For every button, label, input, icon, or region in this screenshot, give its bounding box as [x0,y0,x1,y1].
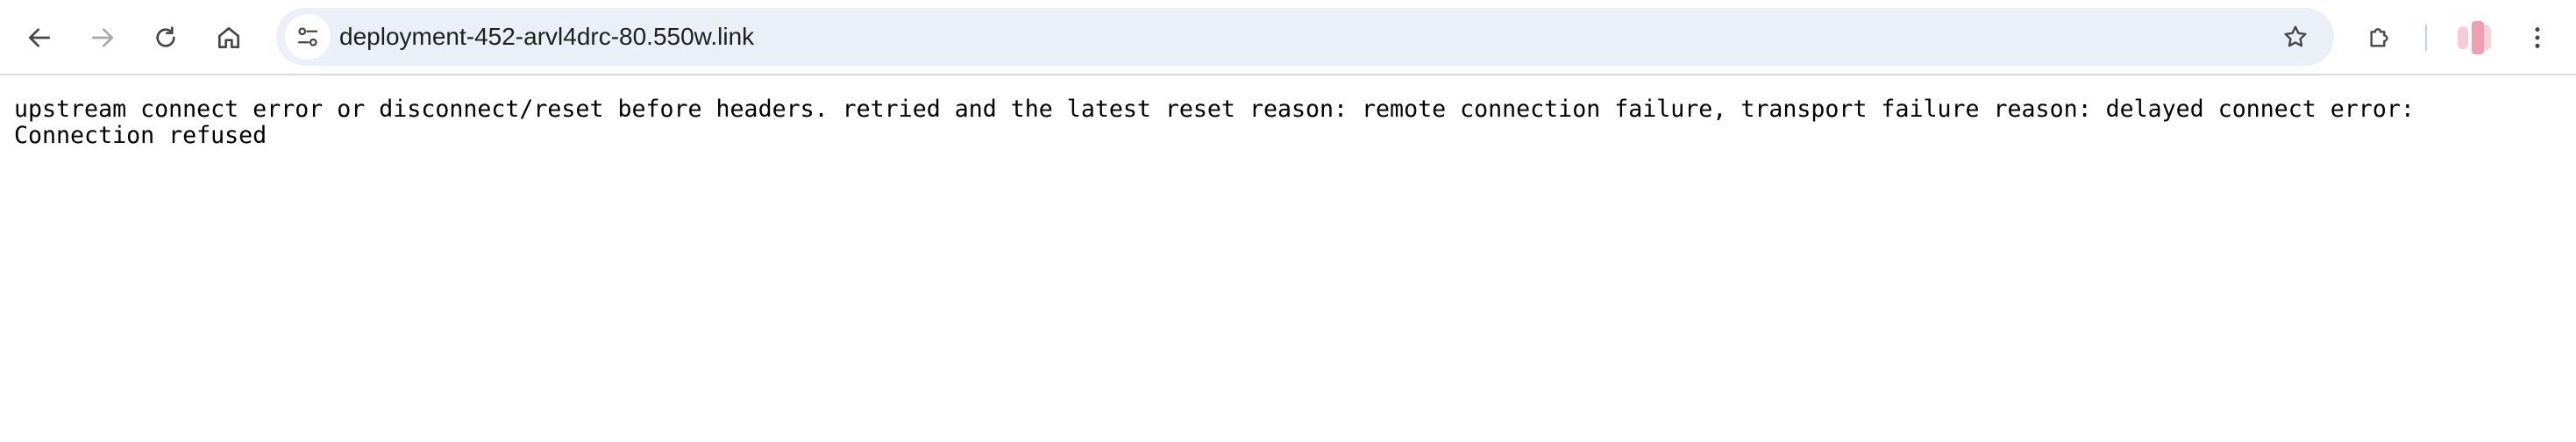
tune-icon [297,27,318,46]
home-button[interactable] [204,13,253,62]
back-button[interactable] [15,13,64,62]
profile-avatar[interactable] [2452,18,2493,58]
toolbar-divider [2425,25,2427,51]
reload-button[interactable] [141,13,190,62]
home-icon [218,27,239,48]
browser-menu-button[interactable] [2513,13,2562,62]
kebab-menu-icon [2535,27,2540,48]
address-bar[interactable]: deployment-452-arvl4drc-80.550w.link [276,8,2334,66]
reload-icon [156,26,175,47]
extensions-button[interactable] [2355,13,2404,62]
site-info-button[interactable] [285,14,331,60]
star-icon [2284,25,2307,47]
error-message: upstream connect error or disconnect/res… [14,96,2429,149]
bookmark-button[interactable] [2271,12,2320,61]
browser-toolbar: deployment-452-arvl4drc-80.550w.link [0,0,2576,75]
arrow-left-icon [29,28,50,47]
forward-button[interactable] [78,13,127,62]
arrow-right-icon [92,28,113,47]
puzzle-icon [2370,28,2388,47]
url-input[interactable]: deployment-452-arvl4drc-80.550w.link [339,23,755,50]
